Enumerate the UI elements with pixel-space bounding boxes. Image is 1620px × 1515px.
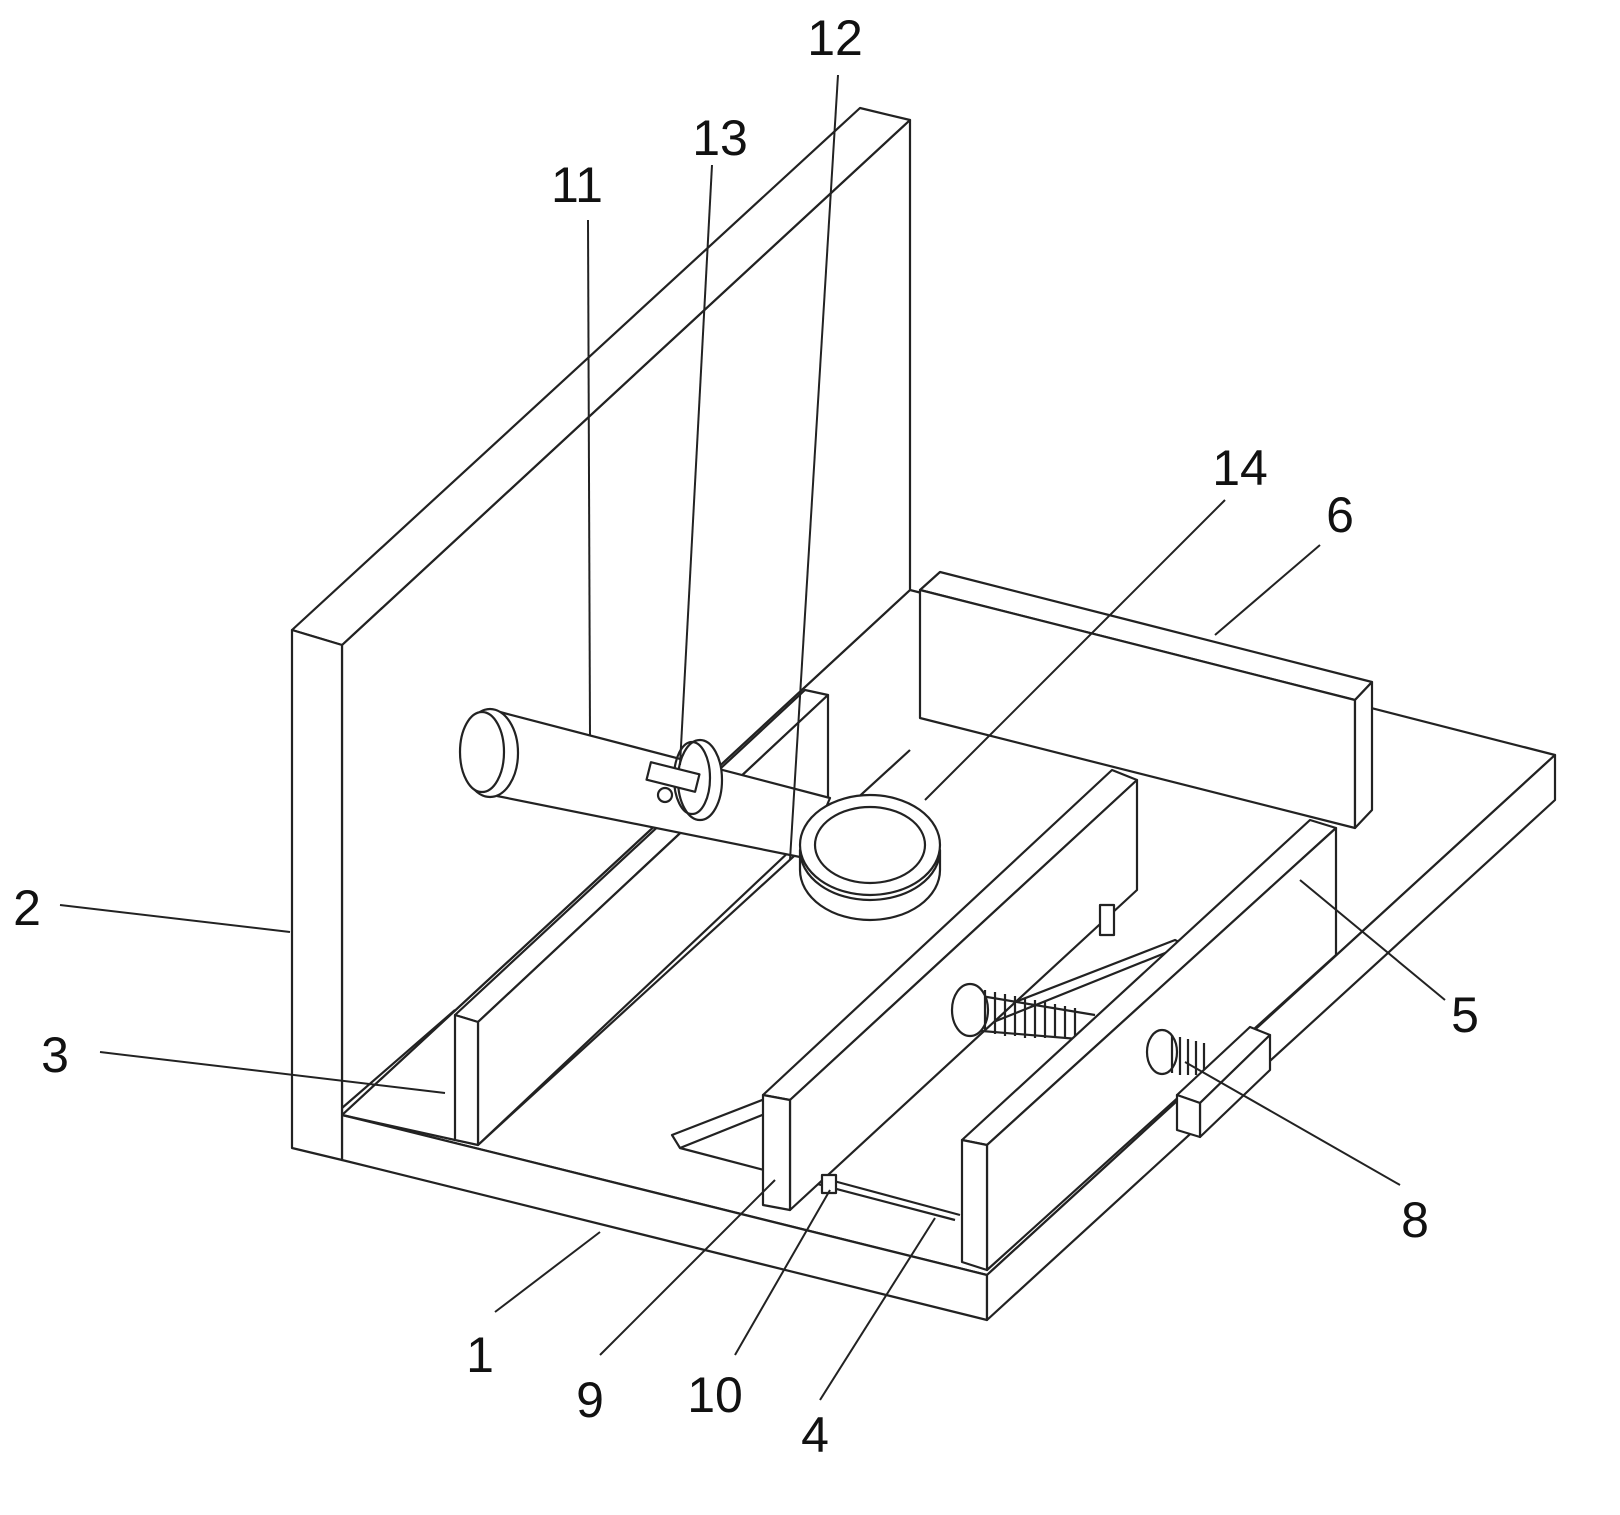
label-4: 4 — [801, 1410, 829, 1460]
label-9: 9 — [576, 1375, 604, 1425]
label-3: 3 — [41, 1030, 69, 1080]
label-8: 8 — [1401, 1195, 1429, 1245]
label-2: 2 — [13, 883, 41, 933]
ring — [800, 795, 940, 920]
label-10: 10 — [687, 1370, 743, 1420]
label-11: 11 — [551, 160, 603, 210]
label-14: 14 — [1212, 443, 1268, 493]
label-12: 12 — [807, 13, 863, 63]
label-13: 13 — [692, 113, 748, 163]
label-6: 6 — [1326, 490, 1354, 540]
label-1: 1 — [466, 1330, 494, 1380]
label-5: 5 — [1451, 990, 1479, 1040]
